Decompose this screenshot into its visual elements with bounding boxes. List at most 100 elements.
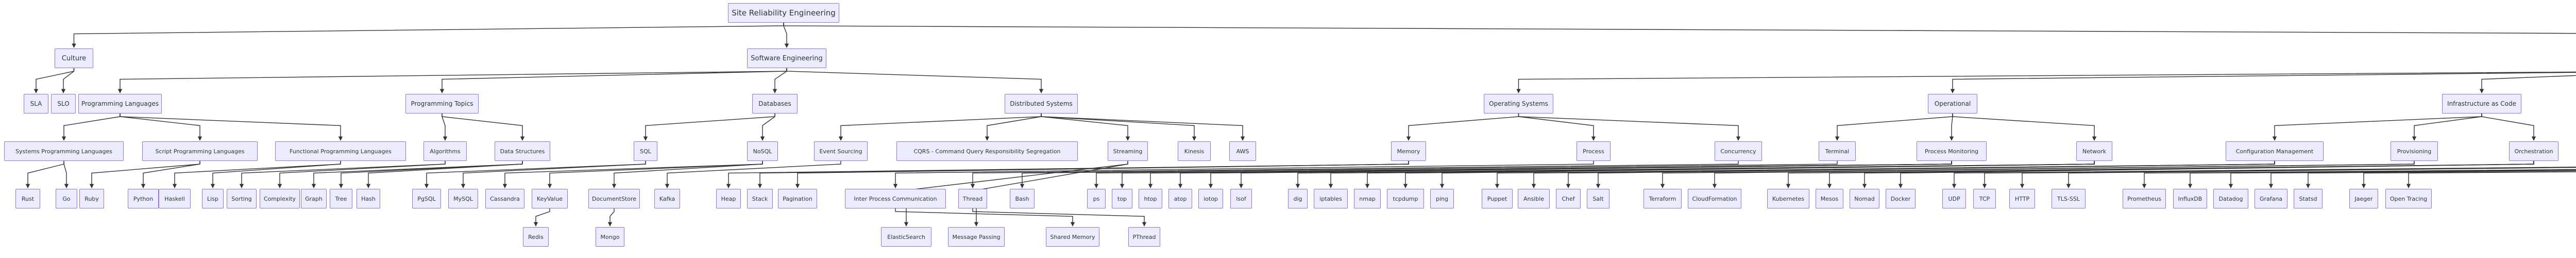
- node-mongo[interactable]: Mongo: [596, 227, 624, 247]
- node-swe[interactable]: Software Engineering: [747, 49, 826, 68]
- node-mpa[interactable]: Message Passing: [948, 227, 1005, 247]
- node-label: SQL: [640, 148, 651, 155]
- node-grph[interactable]: Graph: [301, 189, 327, 208]
- node-lsof[interactable]: lsof: [1230, 189, 1252, 208]
- node-ds[interactable]: Distributed Systems: [1005, 94, 1078, 114]
- node-tf[interactable]: Terraform: [1643, 189, 1682, 208]
- node-str[interactable]: Streaming: [1108, 141, 1148, 161]
- edge-pmon-to-top: [1120, 161, 1952, 188]
- node-iac[interactable]: Infrastructure as Code: [2442, 94, 2521, 114]
- node-oper[interactable]: Operational: [1928, 94, 1977, 114]
- node-conc[interactable]: Concurrency: [1715, 141, 1762, 161]
- node-nmap[interactable]: nmap: [1354, 189, 1381, 208]
- node-heap[interactable]: Heap: [716, 189, 741, 208]
- node-scpl[interactable]: Script Programming Languages: [142, 141, 258, 161]
- node-ping[interactable]: ping: [1430, 189, 1454, 208]
- node-jaeg[interactable]: Jaeger: [2349, 189, 2378, 208]
- node-tcpd[interactable]: tcpdump: [1387, 189, 1424, 208]
- node-docst[interactable]: DocumentStore: [588, 189, 640, 208]
- node-thread[interactable]: Thread: [958, 189, 987, 208]
- node-hash[interactable]: Hash: [357, 189, 380, 208]
- node-fpl[interactable]: Functional Programming Languages: [275, 141, 406, 161]
- node-mesos[interactable]: Mesos: [1816, 189, 1843, 208]
- node-kaf[interactable]: Kinesis: [1178, 141, 1211, 161]
- node-k8s[interactable]: Kubernetes: [1767, 189, 1809, 208]
- node-sql[interactable]: SQL: [634, 141, 657, 161]
- node-dsr[interactable]: Data Structures: [495, 141, 550, 161]
- node-tls[interactable]: TLS-SSL: [2052, 189, 2086, 208]
- node-py[interactable]: Python: [128, 189, 159, 208]
- node-sla[interactable]: SLA: [24, 94, 48, 114]
- node-pthr[interactable]: PThread: [1128, 227, 1160, 247]
- node-es[interactable]: Event Sourcing: [814, 141, 868, 161]
- node-stack[interactable]: Stack: [747, 189, 773, 208]
- node-netw[interactable]: Network: [2076, 141, 2112, 161]
- node-dig[interactable]: dig: [1288, 189, 1308, 208]
- node-udp[interactable]: UDP: [1942, 189, 1966, 208]
- node-cul[interactable]: Culture: [55, 49, 93, 68]
- node-ipc[interactable]: Inter Process Communication: [845, 189, 946, 208]
- node-cm[interactable]: Configuration Management: [2226, 141, 2324, 161]
- node-infl[interactable]: InfluxDB: [2173, 189, 2207, 208]
- node-pag[interactable]: Pagination: [778, 189, 817, 208]
- node-atop[interactable]: atop: [1168, 189, 1192, 208]
- edge-pmon-to-htop: [1148, 161, 1952, 188]
- node-ps[interactable]: ps: [1087, 189, 1106, 208]
- node-cfn[interactable]: CloudFormation: [1688, 189, 1741, 208]
- node-ans[interactable]: Ansible: [1518, 189, 1550, 208]
- node-dock[interactable]: Docker: [1886, 189, 1916, 208]
- node-nosql[interactable]: NoSQL: [747, 141, 778, 161]
- node-bash[interactable]: Bash: [1010, 189, 1035, 208]
- node-cqrs[interactable]: CQRS - Command Query Responsibility Segr…: [896, 141, 1078, 161]
- node-alg[interactable]: Algorithms: [423, 141, 467, 161]
- node-kvs[interactable]: KeyValue: [532, 189, 568, 208]
- node-term[interactable]: Terminal: [1819, 141, 1856, 161]
- node-iotop[interactable]: iotop: [1198, 189, 1223, 208]
- node-mysql[interactable]: MySQL: [448, 189, 478, 208]
- node-zipk[interactable]: Open Tracing: [2385, 189, 2432, 208]
- node-mem[interactable]: Memory: [1391, 141, 1426, 161]
- node-top[interactable]: top: [1112, 189, 1132, 208]
- node-http[interactable]: HTTP: [2009, 189, 2035, 208]
- node-rust[interactable]: Rust: [15, 189, 40, 208]
- node-cmplx[interactable]: Complexity: [260, 189, 300, 208]
- node-spl[interactable]: Systems Programming Languages: [4, 141, 124, 161]
- node-elas[interactable]: ElasticSearch: [881, 227, 931, 247]
- node-prom[interactable]: Prometheus: [2123, 189, 2166, 208]
- node-pgsql[interactable]: PgSQL: [412, 189, 441, 208]
- node-pt[interactable]: Programming Topics: [405, 94, 479, 114]
- node-salt[interactable]: Salt: [1587, 189, 1609, 208]
- node-pmon[interactable]: Process Monitoring: [1917, 141, 1987, 161]
- node-ruby[interactable]: Ruby: [79, 189, 104, 208]
- node-osy[interactable]: Operating Systems: [1484, 94, 1553, 114]
- node-db[interactable]: Databases: [752, 94, 798, 114]
- node-tree[interactable]: Tree: [330, 189, 352, 208]
- node-go[interactable]: Go: [56, 189, 77, 208]
- node-prc[interactable]: Process: [1577, 141, 1611, 161]
- node-chef[interactable]: Chef: [1556, 189, 1581, 208]
- node-pl[interactable]: Programming Languages: [78, 94, 162, 114]
- node-stat[interactable]: Statsd: [2294, 189, 2323, 208]
- node-tcp[interactable]: TCP: [1973, 189, 1996, 208]
- node-sort[interactable]: Sorting: [227, 189, 257, 208]
- node-redis[interactable]: Redis: [523, 227, 549, 247]
- node-hsk[interactable]: Haskell: [159, 189, 191, 208]
- node-label: PgSQL: [417, 195, 436, 202]
- node-prov[interactable]: Provisioning: [2391, 141, 2438, 161]
- node-cass[interactable]: Cassandra: [485, 189, 524, 208]
- edge-dsr-to-hash: [366, 161, 523, 188]
- edge-cul-to-slo: [61, 68, 75, 93]
- node-dd[interactable]: Datadog: [2213, 189, 2248, 208]
- node-shm[interactable]: Shared Memory: [1046, 227, 1099, 247]
- node-lisp[interactable]: Lisp: [202, 189, 224, 208]
- node-orch[interactable]: Orchestration: [2509, 141, 2558, 161]
- node-aws[interactable]: AWS: [1229, 141, 1256, 161]
- node-sre[interactable]: Site Reliability Engineering: [728, 3, 839, 23]
- node-htop[interactable]: htop: [1139, 189, 1162, 208]
- node-nomad[interactable]: Nomad: [1850, 189, 1879, 208]
- node-graf[interactable]: Grafana: [2255, 189, 2287, 208]
- node-iptab[interactable]: iptables: [1314, 189, 1348, 208]
- node-slo[interactable]: SLO: [51, 94, 76, 114]
- node-kafka[interactable]: Kafka: [654, 189, 680, 208]
- node-pup[interactable]: Puppet: [1482, 189, 1513, 208]
